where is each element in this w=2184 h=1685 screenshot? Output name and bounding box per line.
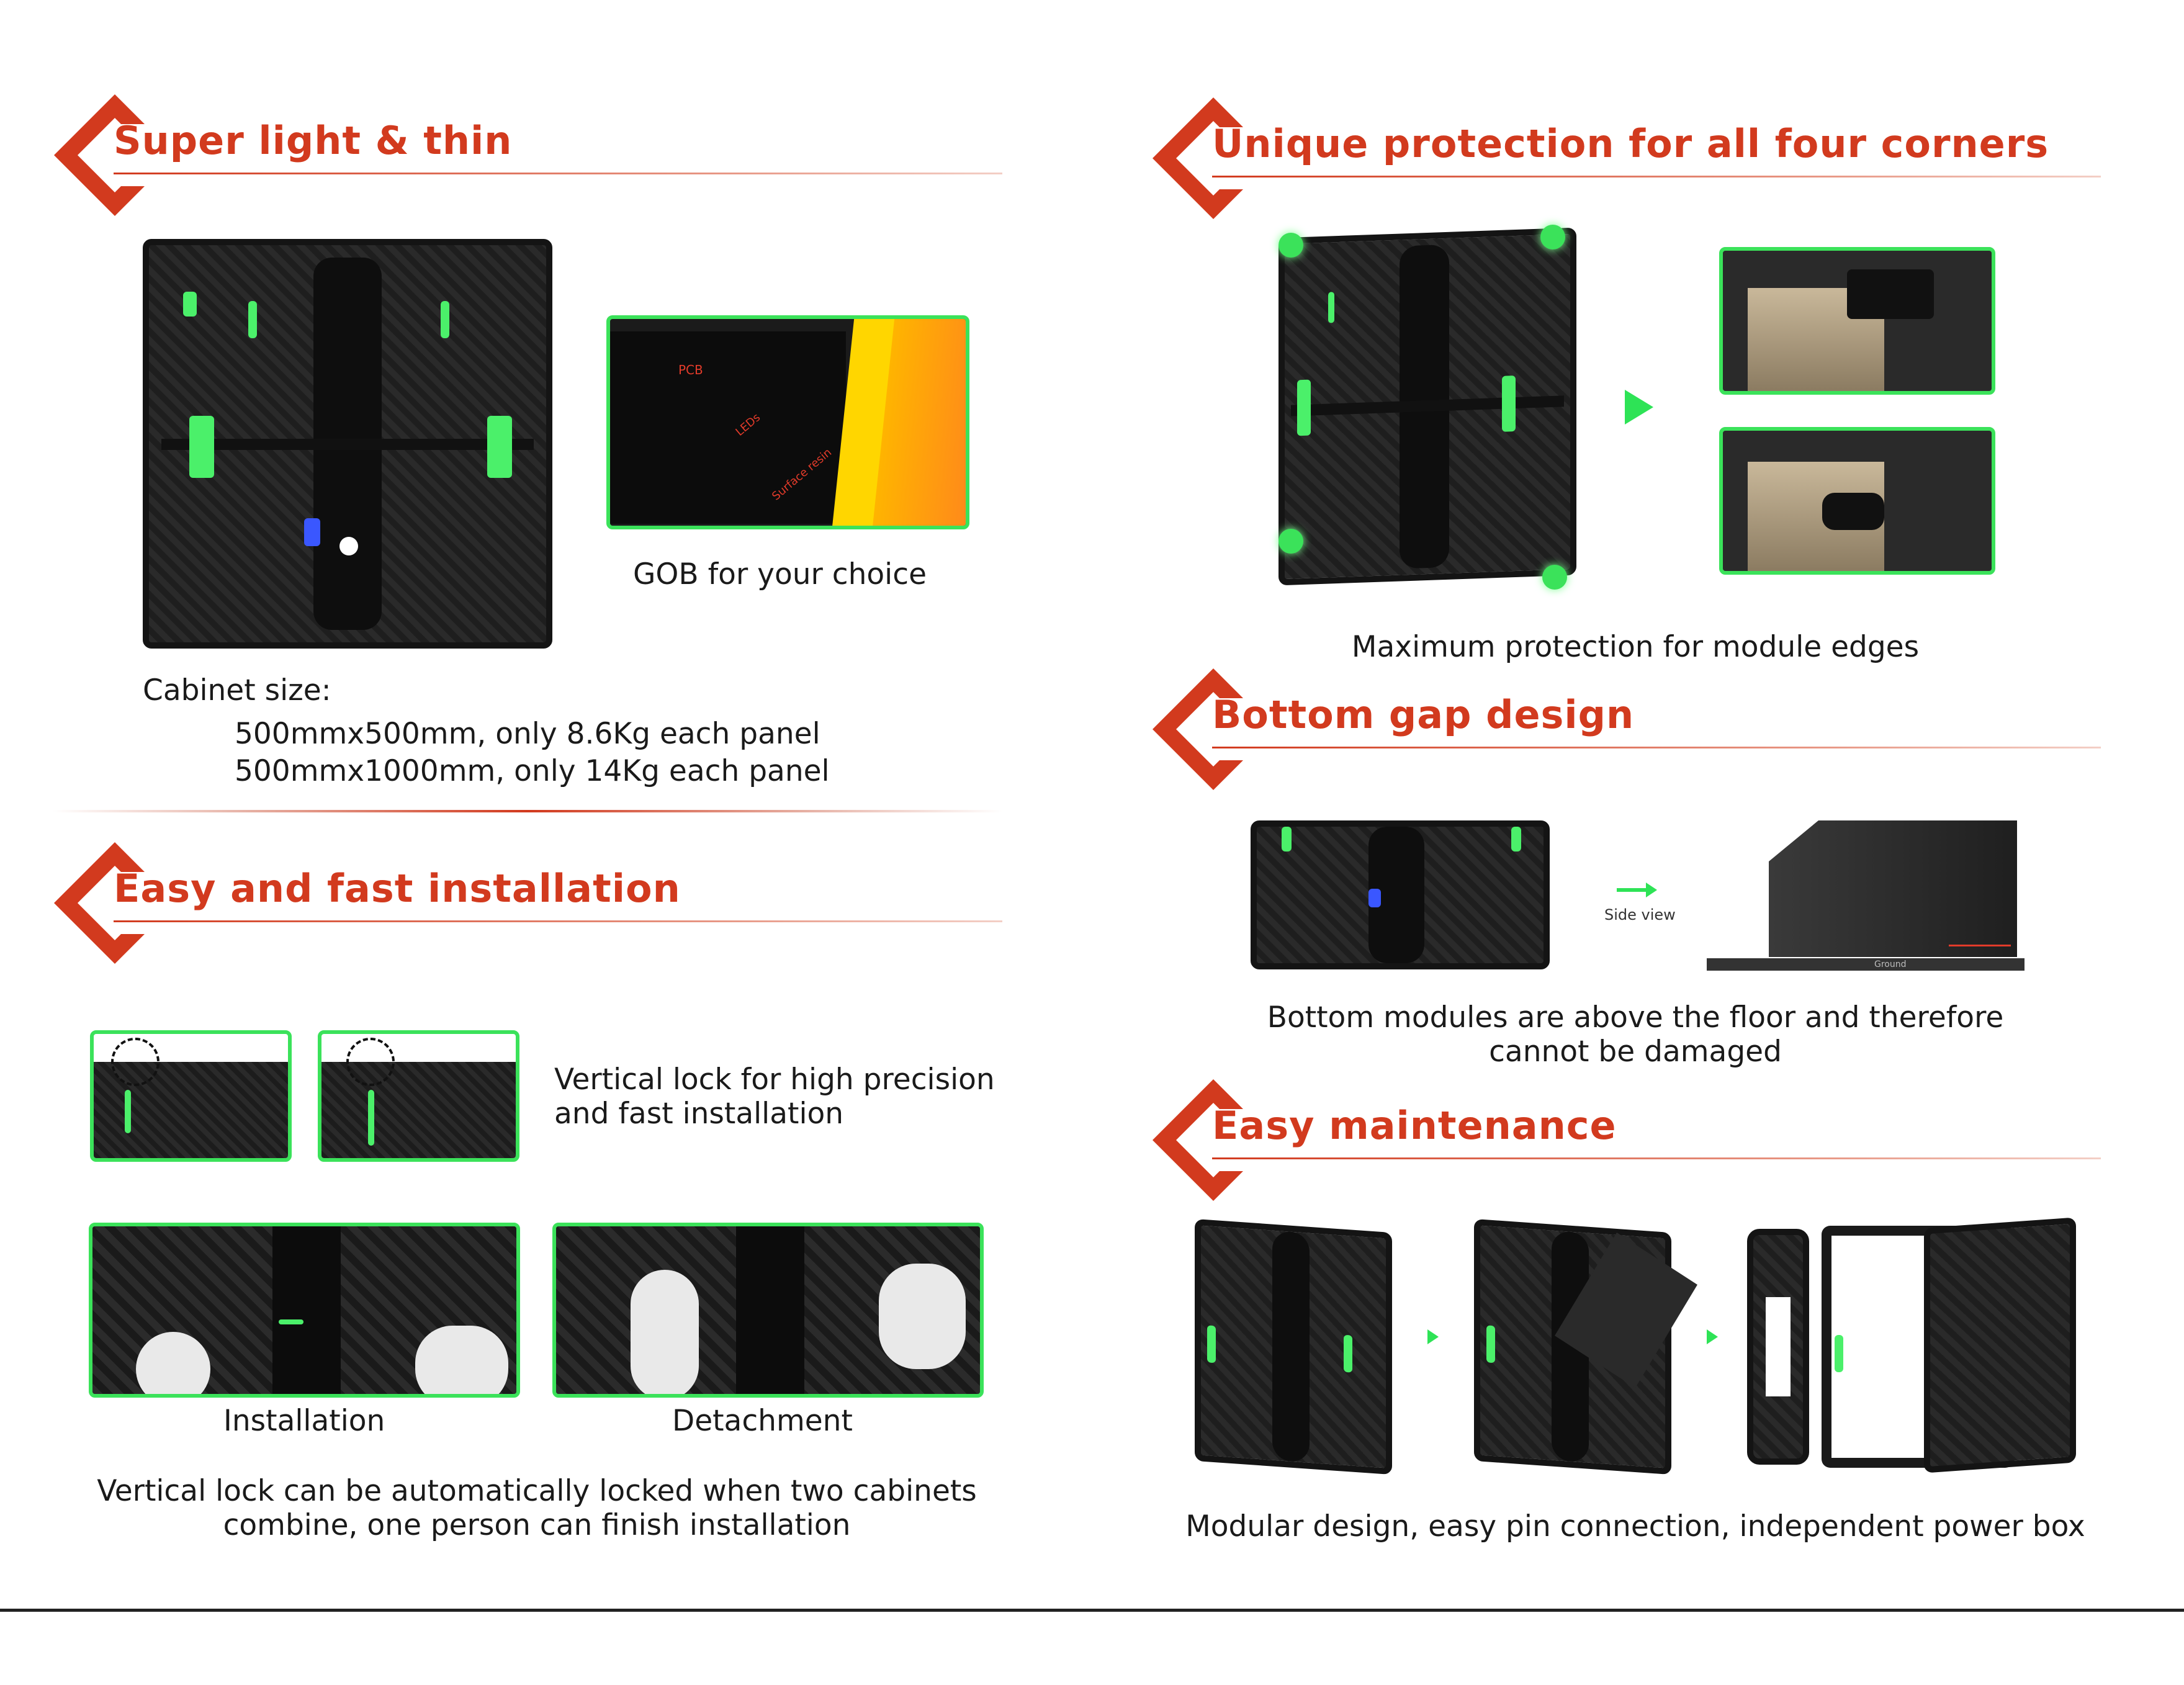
ground-label: Ground (1874, 959, 1907, 969)
title-underline (1212, 1157, 2101, 1159)
vertical-lock-image-2 (318, 1030, 519, 1162)
cabinet-bottom-image (1251, 820, 1550, 969)
section-separator (53, 810, 1002, 812)
installation-summary-line-2: combine, one person can finish installat… (223, 1508, 851, 1542)
cabinet-corners-image (1278, 227, 1576, 586)
vertical-lock-image-1 (90, 1030, 292, 1162)
arrow-head (1646, 883, 1657, 897)
gob-caption: GOB for your choice (633, 557, 927, 591)
cabinet-size-line-1: 500mmx500mm, only 8.6Kg each panel (235, 717, 820, 751)
side-view-image: Ground (1707, 820, 2024, 973)
arrow-right-icon (1427, 1329, 1439, 1344)
maintenance-module-image (1924, 1217, 2076, 1473)
installation-image (89, 1223, 520, 1398)
maintenance-step-2-image (1474, 1218, 1697, 1475)
corners-caption: Maximum protection for module edges (1351, 630, 1920, 664)
cabinet-size-label: Cabinet size: (143, 673, 331, 708)
diamond-emblem-icon (1153, 97, 1275, 219)
diamond-emblem-icon (54, 842, 177, 964)
cabinet-size-line-2: 500mmx1000mm, only 14Kg each panel (235, 754, 830, 788)
diamond-emblem-icon (1153, 668, 1275, 790)
section-title: Super light & thin (114, 118, 513, 163)
arrow-right-icon (1625, 390, 1653, 425)
section-title: Easy maintenance (1212, 1103, 1617, 1148)
section-title: Bottom gap design (1212, 692, 1635, 737)
heading-easy-installation: Easy and fast installation (53, 841, 1002, 965)
vertical-lock-text-line-2: and fast installation (554, 1097, 844, 1131)
corner-detail-image-1 (1719, 247, 1995, 395)
title-underline (114, 920, 1002, 922)
maintenance-step-1-image (1195, 1218, 1392, 1475)
vertical-lock-text-line-1: Vertical lock for high precision (554, 1063, 995, 1097)
maintenance-caption: Modular design, easy pin connection, ind… (1185, 1509, 2085, 1543)
dashed-circle-icon (346, 1038, 395, 1086)
arrow-right-icon (1617, 888, 1648, 892)
dashed-circle-icon (111, 1038, 160, 1086)
detachment-image (552, 1223, 984, 1398)
installation-summary-line-1: Vertical lock can be automatically locke… (97, 1474, 977, 1508)
title-underline (114, 173, 1002, 174)
corner-detail-image-2 (1719, 427, 1995, 575)
cabinet-back-image (143, 239, 552, 649)
heading-bottom-gap: Bottom gap design (1151, 667, 2101, 791)
side-view-label: Side view (1604, 906, 1676, 923)
corner-highlight (1278, 529, 1303, 554)
bottom-gap-caption-line-1: Bottom modules are above the floor and t… (1267, 1000, 2004, 1035)
section-title: Easy and fast installation (114, 866, 681, 911)
heading-easy-maintenance: Easy maintenance (1151, 1078, 2101, 1202)
maintenance-power-box-image (1747, 1229, 1809, 1465)
corner-highlight (1278, 233, 1303, 258)
title-underline (1212, 176, 2101, 177)
corner-highlight (1540, 225, 1565, 249)
gob-layers-image: PCB LEDs Surface resin (606, 315, 969, 529)
footer-rule (0, 1609, 2184, 1612)
arrow-right-icon (1707, 1329, 1718, 1344)
heading-corner-protection: Unique protection for all four corners (1151, 96, 2101, 220)
installation-label: Installation (223, 1404, 385, 1438)
heading-super-light-thin: Super light & thin (53, 93, 1002, 217)
bottom-gap-caption-line-2: cannot be damaged (1489, 1035, 1782, 1069)
detachment-label: Detachment (672, 1404, 853, 1438)
title-underline (1212, 747, 2101, 748)
section-title: Unique protection for all four corners (1212, 121, 2049, 166)
gob-label-pcb: PCB (678, 362, 703, 377)
corner-highlight (1542, 565, 1567, 590)
